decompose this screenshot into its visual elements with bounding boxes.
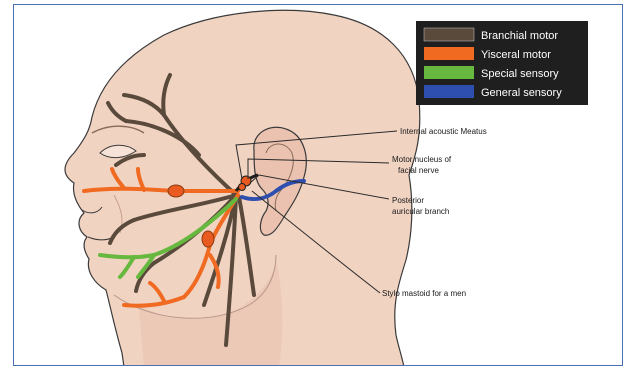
- submandibular-ganglion: [202, 231, 214, 247]
- legend: Branchial motor Yisceral motor Special s…: [416, 21, 588, 105]
- legend-label-visceral-motor: Yisceral motor: [481, 49, 551, 61]
- legend-swatch-special-sensory: [424, 66, 474, 79]
- label-motor-nucleus-line1: Motor nucleus of: [392, 155, 452, 164]
- facial-nerve-diagram: Internal acoustic Meatus Motor nucleus o…: [14, 5, 623, 366]
- legend-label-branchial-motor: Branchial motor: [481, 30, 558, 42]
- legend-swatch-visceral-motor: [424, 47, 474, 60]
- label-stylomastoid: Stylo mastoid for a men: [382, 289, 466, 298]
- label-internal-acoustic-meatus: Internal acoustic Meatus: [400, 127, 487, 136]
- diagram-frame: Internal acoustic Meatus Motor nucleus o…: [13, 4, 623, 366]
- legend-label-special-sensory: Special sensory: [481, 68, 559, 80]
- geniculate-ganglion: [168, 185, 184, 197]
- legend-label-general-sensory: General sensory: [481, 87, 562, 99]
- label-posterior-line2: auricular branch: [392, 207, 449, 216]
- meatus-marker: [239, 184, 246, 191]
- legend-swatch-general-sensory: [424, 85, 474, 98]
- legend-swatch-branchial-motor: [424, 28, 474, 41]
- label-posterior-line1: Posterior: [392, 196, 424, 205]
- label-motor-nucleus-line2: facial nerve: [398, 166, 439, 175]
